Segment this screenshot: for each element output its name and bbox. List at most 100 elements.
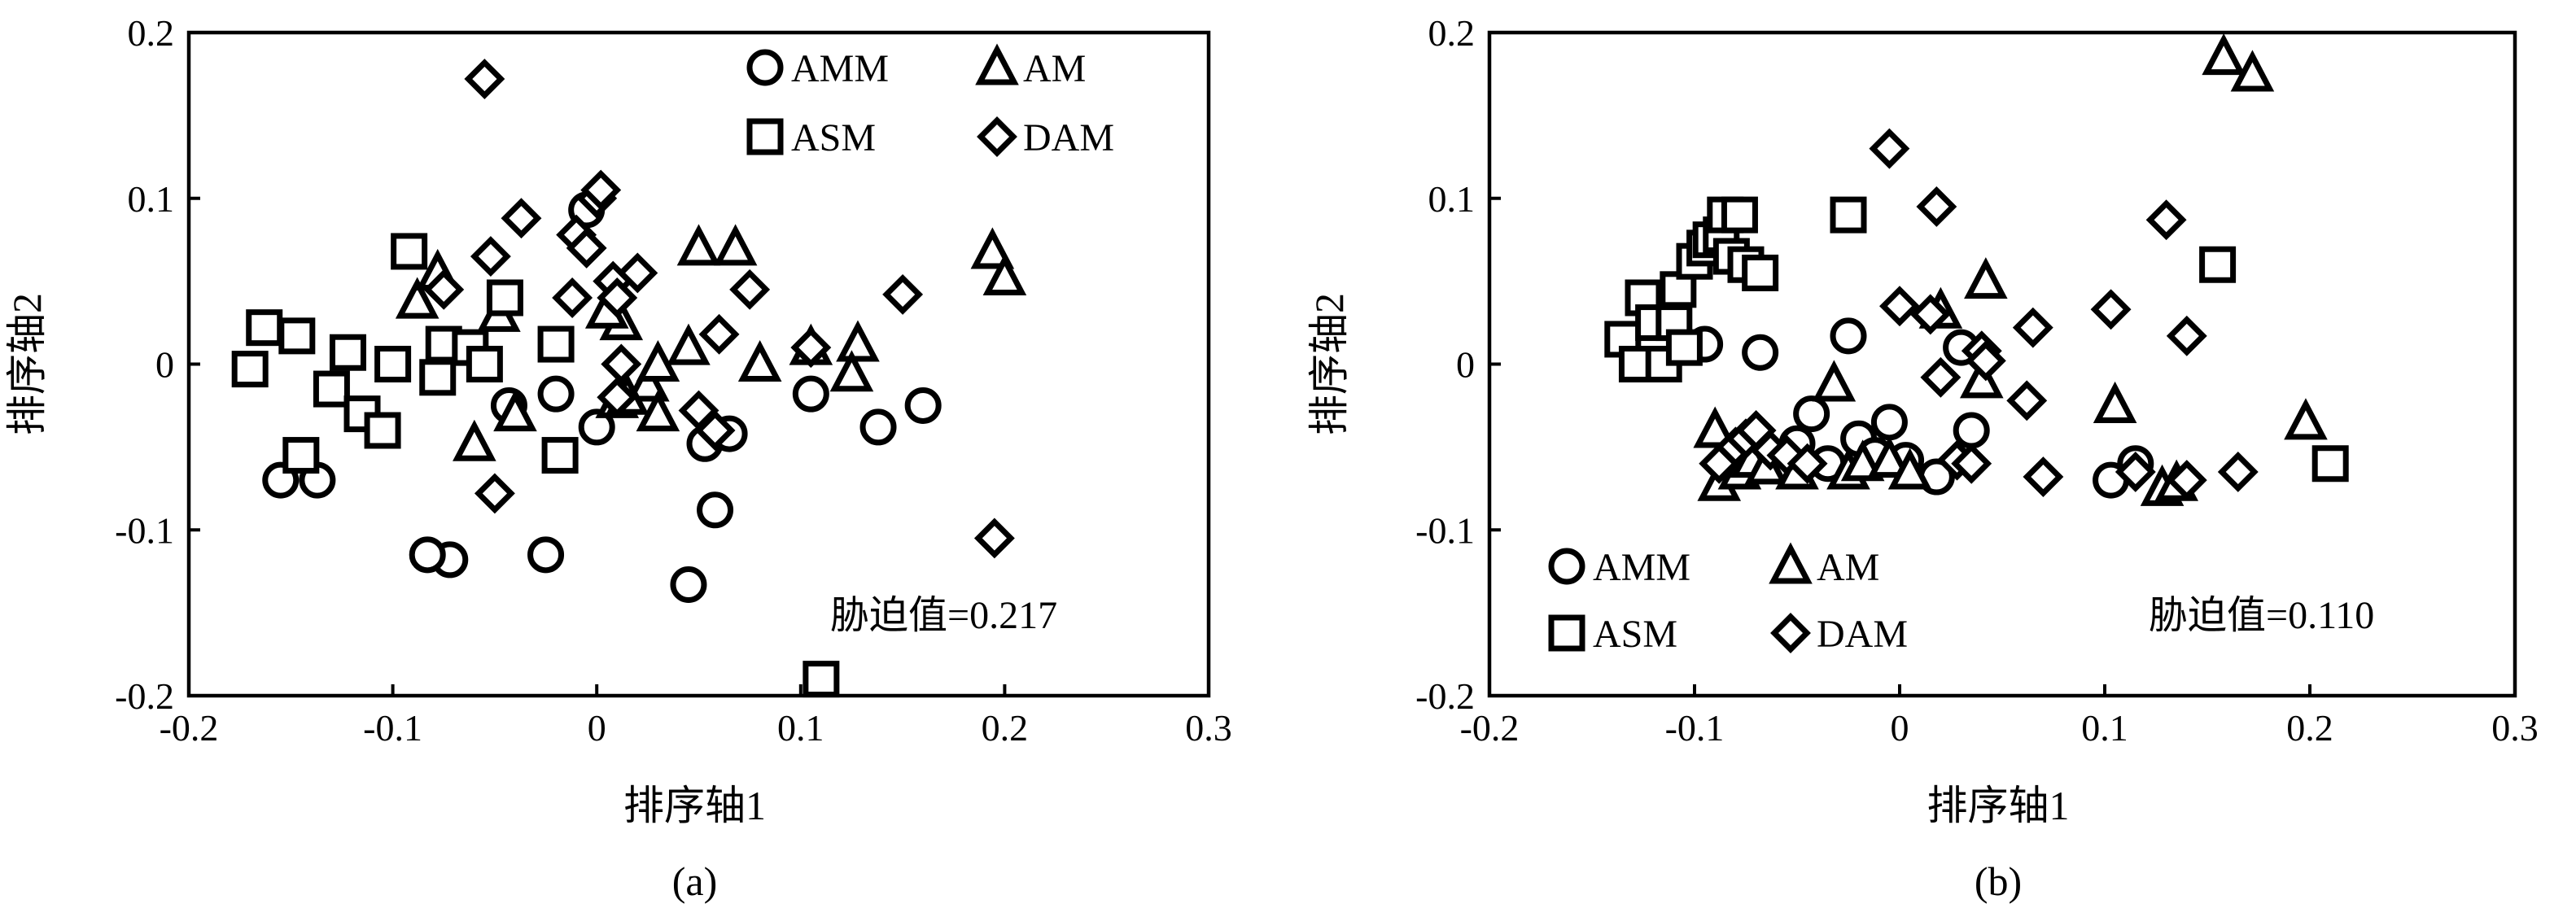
point-dam bbox=[2145, 199, 2187, 241]
x-tick-label: 0 bbox=[1891, 707, 1909, 749]
point-dam bbox=[2217, 451, 2259, 492]
x-axis-label: 排序轴1 bbox=[1927, 783, 2070, 828]
point-amm bbox=[409, 536, 446, 574]
point-dam bbox=[973, 517, 1015, 559]
point-dam bbox=[2090, 289, 2132, 330]
point-dam bbox=[1787, 443, 1828, 484]
y-tick-label: -0.1 bbox=[115, 509, 174, 551]
point-asm bbox=[374, 346, 412, 382]
point-dam bbox=[694, 410, 736, 451]
point-dam bbox=[2012, 307, 2053, 348]
point-dam bbox=[464, 59, 505, 99]
point-dam bbox=[470, 236, 511, 277]
point-asm bbox=[1665, 329, 1703, 366]
point-amm bbox=[1870, 404, 1908, 441]
point-dam bbox=[1965, 340, 2006, 382]
x-tick-label: 0.2 bbox=[2286, 707, 2333, 749]
point-amm bbox=[1793, 395, 1830, 433]
point-dam bbox=[2166, 315, 2207, 356]
legend-marker-am bbox=[1769, 542, 1813, 584]
x-tick-label: 0.3 bbox=[2491, 707, 2539, 749]
point-amm bbox=[527, 536, 565, 574]
x-tick-label: 0.3 bbox=[1185, 707, 1232, 749]
y-tick-label: -0.2 bbox=[115, 675, 174, 717]
point-asm bbox=[1721, 196, 1758, 234]
panel-label: (a) bbox=[672, 858, 718, 904]
point-asm bbox=[486, 279, 523, 317]
point-am bbox=[626, 360, 670, 402]
legend-label-asm: ASM bbox=[1593, 613, 1677, 656]
point-am bbox=[2093, 381, 2137, 423]
point-asm bbox=[2199, 246, 2237, 283]
point-am bbox=[1812, 360, 1857, 402]
legend-marker-amm bbox=[1548, 548, 1585, 585]
legend-label-amm: AMM bbox=[791, 47, 889, 90]
point-am bbox=[1964, 257, 2008, 299]
point-dam bbox=[2115, 451, 2156, 492]
x-tick-label: -0.2 bbox=[160, 707, 219, 749]
point-asm bbox=[246, 309, 283, 347]
y-tick-label: 0.2 bbox=[1428, 12, 1476, 54]
y-tick-label: 0.1 bbox=[1428, 178, 1476, 220]
point-asm bbox=[391, 233, 428, 270]
y-tick-label: 0.2 bbox=[128, 12, 175, 54]
point-am bbox=[737, 339, 782, 382]
point-asm bbox=[282, 437, 320, 474]
legend-label-dam: DAM bbox=[1817, 613, 1908, 656]
point-asm bbox=[466, 346, 503, 382]
legend-marker-asm bbox=[1548, 614, 1585, 652]
point-amm bbox=[1953, 412, 1990, 449]
point-amm bbox=[859, 408, 897, 446]
point-dam bbox=[1869, 128, 1910, 169]
point-asm bbox=[803, 661, 840, 698]
y-tick-label: 0 bbox=[155, 344, 174, 386]
point-asm bbox=[329, 334, 366, 371]
point-dam bbox=[882, 273, 924, 315]
legend-label-am: AM bbox=[1817, 546, 1879, 589]
point-amm bbox=[904, 386, 942, 424]
point-dam bbox=[580, 169, 622, 211]
point-am bbox=[2230, 50, 2275, 92]
point-am bbox=[1840, 439, 1885, 482]
point-asm bbox=[231, 351, 269, 388]
point-dam bbox=[501, 198, 542, 239]
point-am bbox=[395, 277, 440, 319]
y-tick-label: -0.1 bbox=[1415, 509, 1475, 551]
x-tick-label: 0.1 bbox=[777, 707, 824, 749]
point-dam bbox=[597, 277, 638, 318]
point-amm bbox=[670, 565, 707, 603]
y-axis-label: 排序轴2 bbox=[4, 293, 50, 435]
point-dam bbox=[2006, 380, 2048, 421]
legend-marker-amm bbox=[746, 49, 784, 86]
legend-label-am: AM bbox=[1023, 47, 1086, 90]
point-asm bbox=[2311, 445, 2349, 483]
point-dam bbox=[1879, 286, 1920, 327]
panel-label: (b) bbox=[1975, 858, 2022, 904]
y-tick-label: 0.1 bbox=[128, 178, 175, 220]
point-dam bbox=[423, 269, 465, 310]
point-dam bbox=[2166, 460, 2207, 501]
point-am bbox=[1693, 406, 1737, 448]
point-am bbox=[1867, 436, 1912, 478]
legend-label-amm: AMM bbox=[1593, 546, 1690, 589]
point-am bbox=[636, 339, 680, 382]
point-asm bbox=[278, 317, 316, 355]
point-am bbox=[453, 419, 496, 461]
legend-marker-dam bbox=[977, 116, 1017, 157]
point-am bbox=[1960, 356, 2004, 399]
point-am bbox=[1887, 448, 1932, 490]
point-amm bbox=[792, 375, 829, 413]
stress-annotation: 胁迫值=0.217 bbox=[830, 594, 1057, 637]
point-am bbox=[667, 323, 711, 365]
point-dam bbox=[1951, 443, 1992, 484]
stress-annotation: 胁迫值=0.110 bbox=[2149, 594, 2374, 637]
point-dam bbox=[1920, 356, 1962, 398]
point-am bbox=[836, 320, 880, 362]
point-dam bbox=[790, 327, 832, 369]
point-am bbox=[636, 390, 680, 432]
x-axis-label: 排序轴1 bbox=[623, 783, 766, 828]
legend-label-dam: DAM bbox=[1023, 116, 1114, 159]
point-amm bbox=[1830, 317, 1867, 355]
